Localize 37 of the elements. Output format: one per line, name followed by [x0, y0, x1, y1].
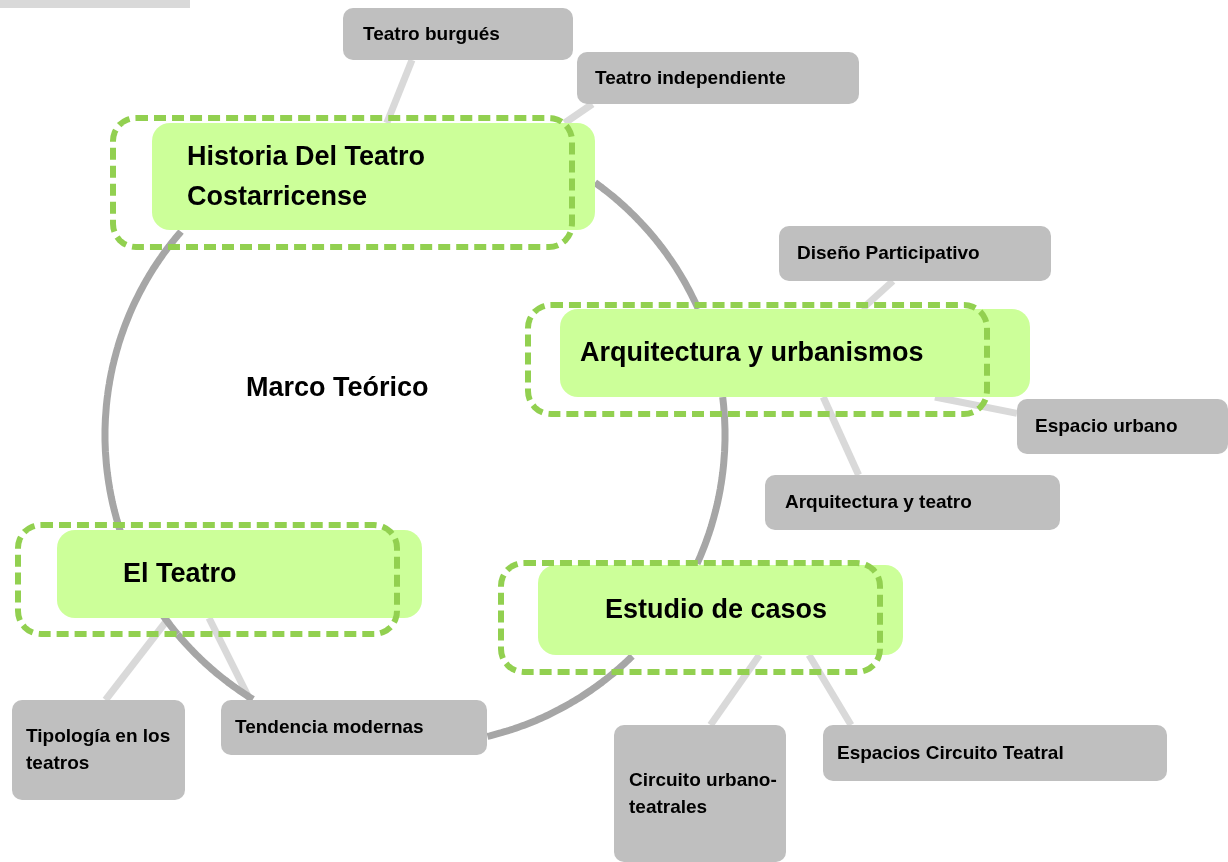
subtopic-title: Espacios Circuito Teatral [837, 740, 1064, 765]
topic-box [152, 123, 595, 230]
connector-line [707, 653, 763, 727]
connector-line [562, 101, 595, 126]
subtopic-box [765, 475, 1060, 530]
topic-title: Estudio de casos [605, 593, 828, 627]
subtopic-title: Teatro burgués [363, 21, 500, 46]
subtopic-title: Diseño Participativo [797, 241, 980, 266]
subtopic-box [577, 52, 859, 104]
cycle-arc [486, 653, 635, 740]
topic-box [538, 565, 903, 655]
topic-box [57, 530, 422, 618]
topic-title: Arquitectura y urbanismos [580, 336, 924, 370]
connector-line [806, 653, 854, 727]
subtopic-box [823, 725, 1167, 781]
subtopic-box [221, 700, 487, 755]
subtopic-box [614, 725, 786, 862]
cycle-arc [693, 396, 729, 565]
connector-line [859, 278, 896, 312]
topic-title: Historia Del Teatro Costarricense [187, 140, 427, 213]
connector-line [383, 58, 416, 125]
connector-line [205, 616, 254, 702]
subtopic-title: Espacio urbano [1035, 414, 1178, 439]
subtopic-title: Arquitectura y teatro [785, 490, 972, 515]
subtopic-title: Teatro independiente [595, 65, 786, 90]
connector-line [820, 395, 862, 477]
subtopic-box [779, 226, 1051, 281]
subtopic-title: Tipología en los teatros [26, 724, 172, 775]
subtopic-box [1017, 399, 1228, 454]
subtopic-box [12, 700, 185, 800]
topic-box [560, 309, 1030, 397]
topic-title: El Teatro [123, 557, 237, 591]
subtopic-title: Tendencia modernas [235, 715, 424, 740]
center-title: Marco Teórico [246, 372, 429, 403]
cycle-arc [174, 631, 255, 703]
subtopic-box [343, 8, 573, 60]
subtopic-title: Circuito urbano- teatrales [629, 767, 778, 819]
